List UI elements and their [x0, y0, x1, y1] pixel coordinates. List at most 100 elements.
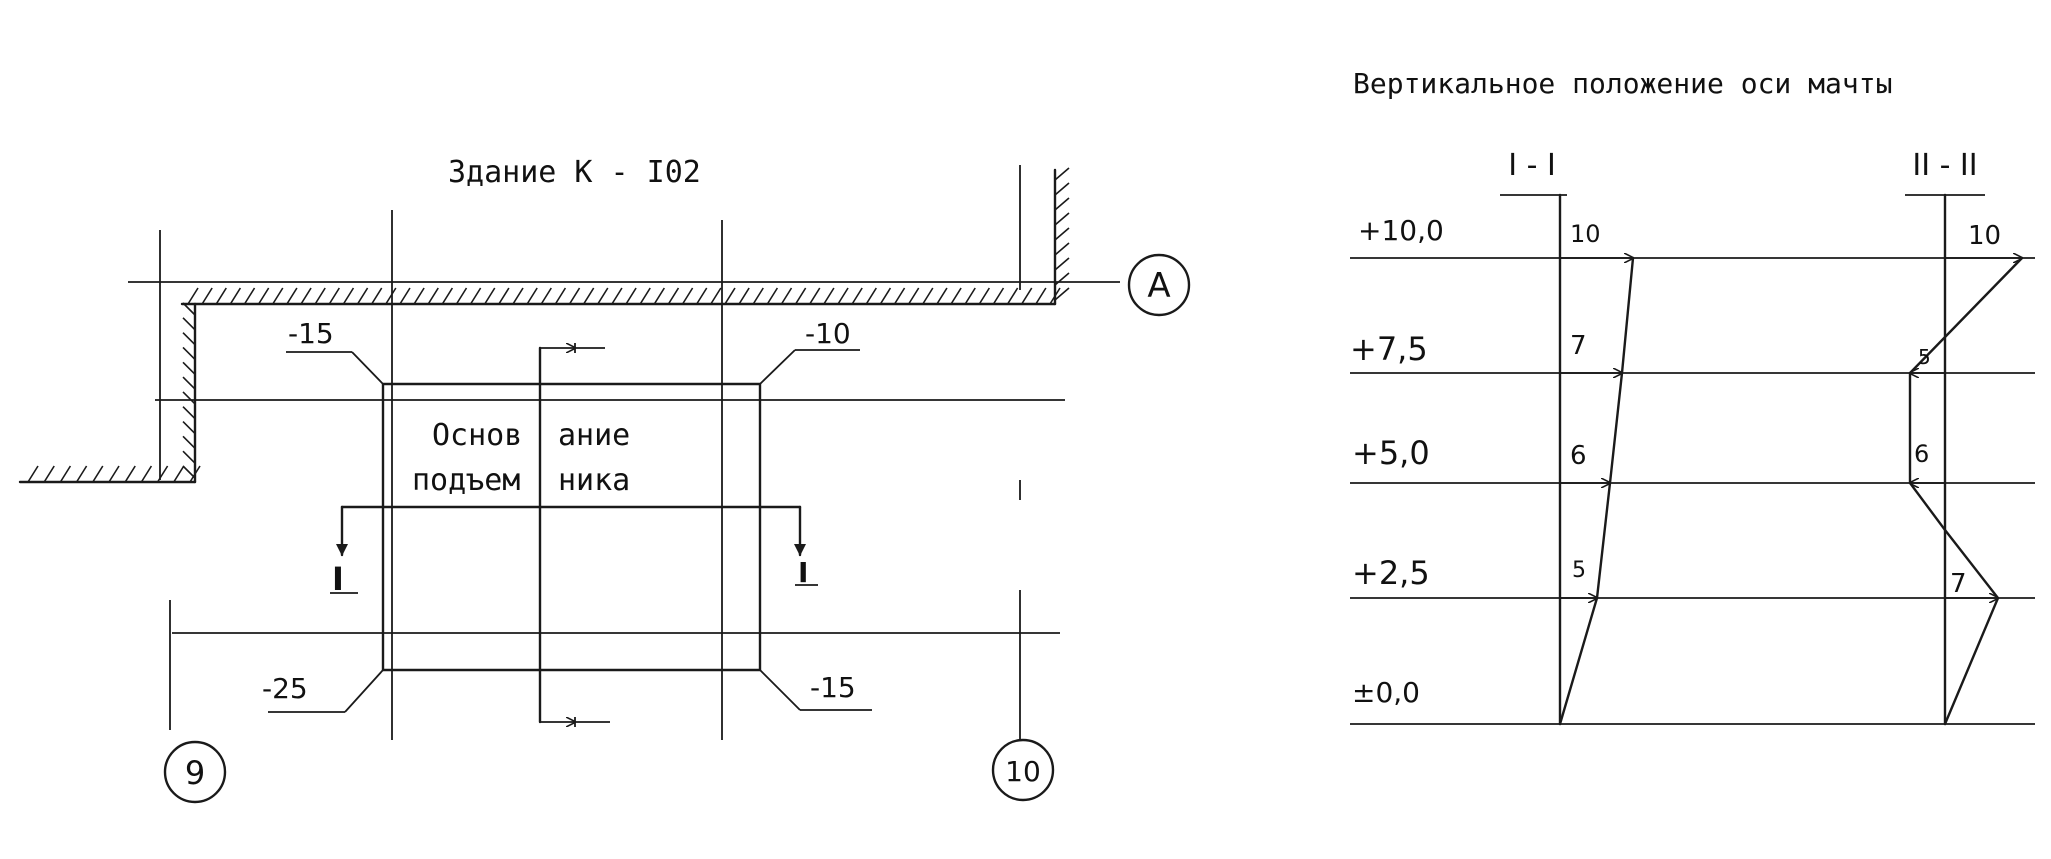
hatch-stroke: [865, 287, 877, 305]
hatch-stroke: [182, 391, 196, 405]
level-label-1: +10,0: [1358, 214, 1444, 247]
hatch-stroke: [1054, 212, 1070, 226]
hatch-stroke: [964, 287, 976, 305]
section-2-value-1: 10: [1968, 221, 2001, 251]
corner-label-tl: -15: [288, 317, 334, 350]
level-label-2: +7,5: [1350, 330, 1428, 368]
hatch-stroke: [182, 361, 196, 375]
hatch-stroke: [653, 287, 666, 305]
hatch-stroke: [371, 287, 383, 305]
hatch-stroke: [696, 287, 708, 305]
axis-10-bubble: [991, 738, 1055, 802]
hatch-stroke: [455, 287, 468, 305]
hatch-stroke: [43, 465, 55, 483]
section-mark-right: I: [798, 556, 808, 589]
hatch-stroke: [611, 287, 623, 305]
hatch-stroke: [140, 465, 153, 483]
hatch-stroke: [469, 287, 482, 305]
hatch-stroke: [1021, 287, 1033, 305]
corner-label-tr: -10: [805, 317, 851, 350]
hatch-stroke: [187, 287, 199, 305]
leader-tr: [759, 349, 796, 385]
hatch-stroke: [215, 287, 227, 305]
hatch-stroke: [1054, 287, 1070, 301]
hatch-stroke: [1035, 287, 1047, 305]
hatch-stroke: [908, 287, 920, 305]
level-label-4: +2,5: [1352, 554, 1430, 592]
hatch-stroke: [1006, 287, 1019, 305]
hatch-stroke: [498, 287, 510, 305]
hatch-stroke: [1054, 272, 1070, 286]
section-1-value-4: 5: [1572, 558, 1586, 583]
hatch-stroke: [724, 287, 736, 305]
hatch-stroke: [1054, 197, 1070, 211]
hatch-stroke: [182, 406, 196, 420]
hatch-stroke: [92, 465, 104, 483]
hatch-stroke: [385, 287, 397, 305]
hatch-stroke: [780, 287, 793, 305]
hatch-stroke: [75, 465, 88, 483]
section-1-deviation-line: [1558, 256, 1635, 726]
hatch-stroke: [182, 302, 196, 316]
section-1-value-2: 7: [1570, 331, 1587, 361]
section-1-header: I - I: [1508, 148, 1556, 183]
hatch-stroke: [182, 376, 196, 390]
hatch-stroke: [182, 332, 196, 346]
corner-label-bl: -25: [262, 672, 308, 705]
hatch-stroke: [639, 287, 651, 305]
axis-9-bubble: [163, 740, 227, 804]
hatch-stroke: [936, 287, 948, 305]
hatch-stroke: [189, 465, 201, 483]
hatch-stroke: [441, 287, 454, 305]
hatch-stroke: [286, 287, 298, 305]
hatch-stroke: [738, 287, 750, 305]
hatch-stroke: [356, 287, 369, 305]
hatch-stroke: [1054, 242, 1070, 256]
hatch-stroke: [342, 287, 355, 305]
section-2-deviation-line: [1908, 256, 2024, 726]
hatch-stroke: [413, 287, 425, 305]
hatch-stroke: [823, 287, 835, 305]
hatch-stroke: [978, 287, 991, 305]
profile-title: Вертикальное положение оси мачты: [1353, 67, 1892, 100]
section-1-value-3: 6: [1570, 441, 1587, 471]
hoist-label-part-3: подъем: [412, 463, 520, 498]
hatch-stroke: [1054, 182, 1070, 196]
hatch-stroke: [182, 435, 196, 449]
ground-left-hatch: [27, 465, 201, 483]
hoist-label-part-1: Основ: [432, 418, 522, 453]
hatch-stroke: [427, 287, 439, 305]
hatch-stroke: [710, 287, 722, 305]
hatch-stroke: [568, 287, 581, 305]
hatch-stroke: [681, 287, 694, 305]
hoist-label-part-2: ание: [558, 418, 630, 453]
hatch-stroke: [257, 287, 270, 305]
wall-right-hatch: [1054, 167, 1070, 301]
leader-br: [759, 669, 801, 711]
hatch-stroke: [328, 287, 340, 305]
section-2-value-2: 5: [1918, 345, 1931, 369]
hatch-stroke: [766, 287, 779, 305]
wall-top-hatch: [187, 287, 1061, 305]
axis-a-bubble: [1127, 253, 1191, 317]
hatch-stroke: [851, 287, 863, 305]
leader-tl: [351, 351, 384, 385]
hatch-stroke: [59, 465, 72, 483]
mast-axis-profile: Вертикальное положение оси мачты I - I I…: [1350, 67, 2035, 726]
section-2-value-4: 7: [1950, 569, 1967, 599]
hatch-stroke: [182, 450, 196, 464]
hatch-stroke: [625, 287, 637, 305]
corner-label-br: -15: [810, 671, 856, 704]
hatch-stroke: [27, 465, 39, 483]
axis-a-label: A: [1147, 266, 1170, 306]
hatch-stroke: [108, 465, 120, 483]
plan-title: Здание К - I02: [448, 155, 701, 190]
hatch-stroke: [992, 287, 1005, 305]
axis-10-label: 10: [1005, 755, 1041, 788]
hatch-stroke: [667, 287, 680, 305]
hatch-stroke: [399, 287, 411, 305]
hatch-stroke: [893, 287, 906, 305]
level-label-5: ±0,0: [1352, 676, 1420, 709]
section-2-value-3: 6: [1914, 440, 1929, 468]
